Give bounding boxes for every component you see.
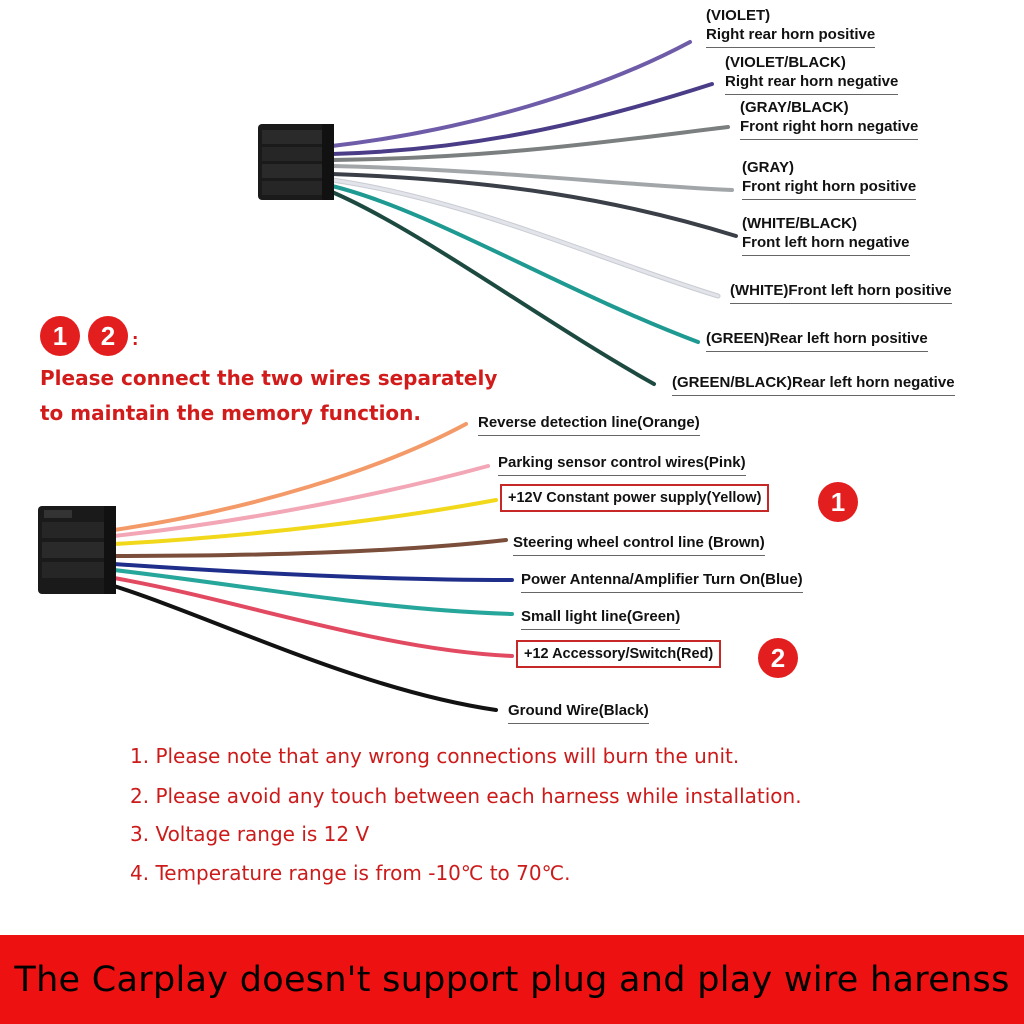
wire-green-small [112, 568, 514, 616]
wire-gray-black [330, 125, 730, 162]
warning-banner: The Carplay doesn't support plug and pla… [0, 935, 1024, 1024]
wire-white-outline [329, 177, 721, 299]
upper-wire-bundle [329, 40, 738, 386]
label-blue: Power Antenna/Amplifier Turn On(Blue) [521, 570, 803, 593]
label-white-black: (WHITE/BLACK) Front left horn negative [742, 214, 910, 256]
label-pink: Parking sensor control wires(Pink) [498, 453, 746, 476]
wire-blue [112, 562, 514, 582]
memo-colon: : [132, 330, 139, 349]
wire-white [330, 178, 720, 298]
wire-description: Right rear horn negative [725, 73, 899, 90]
wire-green-black [330, 190, 656, 386]
label-black: Ground Wire(Black) [508, 701, 649, 724]
memo-line-1: Please connect the two wires separately [40, 366, 498, 390]
wire-green [330, 184, 700, 344]
wire-description: Right rear horn positive [706, 26, 876, 43]
wire-gray [330, 164, 734, 192]
note-2: 2. Please avoid any touch between each h… [130, 784, 802, 808]
note-4: 4. Temperature range is from -10℃ to 70℃… [130, 861, 571, 885]
wire-violet-black [330, 82, 714, 156]
wire-color-name: (VIOLET/BLACK) [725, 54, 846, 71]
label-violet-black: (VIOLET/BLACK) Right rear horn negative [725, 53, 899, 95]
label-white: (WHITE)Front left horn positive [730, 281, 952, 304]
wire-violet [330, 40, 692, 148]
wire-brown [112, 538, 508, 558]
wire-red [112, 576, 514, 658]
wire-black [112, 584, 498, 712]
label-violet: (VIOLET) Right rear horn positive [706, 6, 876, 48]
wire-description: Front right horn positive [742, 178, 917, 195]
memo-line-2: to maintain the memory function. [40, 401, 422, 425]
banner-text: The Carplay doesn't support plug and pla… [14, 959, 1010, 1000]
label-orange: Reverse detection line(Orange) [478, 413, 700, 436]
wire-color-name: (VIOLET) [706, 7, 771, 24]
upper-connector [258, 124, 334, 200]
wire-yellow [112, 498, 498, 546]
lower-wire-bundle [112, 422, 514, 712]
wire-color-name: (WHITE/BLACK) [742, 215, 857, 232]
label-green-black: (GREEN/BLACK)Rear left horn negative [672, 373, 955, 396]
label-green: (GREEN)Rear left horn positive [706, 329, 928, 352]
note-1: 1. Please note that any wrong connection… [130, 744, 740, 768]
label-gray-black: (GRAY/BLACK) Front right horn negative [740, 98, 919, 140]
label-gray: (GRAY) Front right horn positive [742, 158, 917, 200]
lower-connector [38, 506, 116, 594]
wire-orange [112, 422, 468, 532]
badge-one-yellow: 1 [818, 482, 858, 522]
wire-description: Front left horn negative [742, 234, 910, 251]
wire-white-black [330, 172, 738, 238]
wire-description: Front right horn negative [740, 118, 919, 135]
wire-color-name: (GRAY) [742, 159, 794, 176]
label-yellow-boxed: +12V Constant power supply(Yellow) [500, 484, 770, 512]
wire-pink [112, 464, 490, 538]
wire-color-name: (GRAY/BLACK) [740, 99, 849, 116]
note-3: 3. Voltage range is 12 V [130, 822, 370, 846]
label-red-boxed: +12 Accessory/Switch(Red) [516, 640, 722, 668]
label-green-small: Small light line(Green) [521, 607, 681, 630]
badge-one: 1 [40, 316, 80, 356]
badge-two-red: 2 [758, 638, 798, 678]
label-brown: Steering wheel control line (Brown) [513, 533, 765, 556]
badge-two: 2 [88, 316, 128, 356]
